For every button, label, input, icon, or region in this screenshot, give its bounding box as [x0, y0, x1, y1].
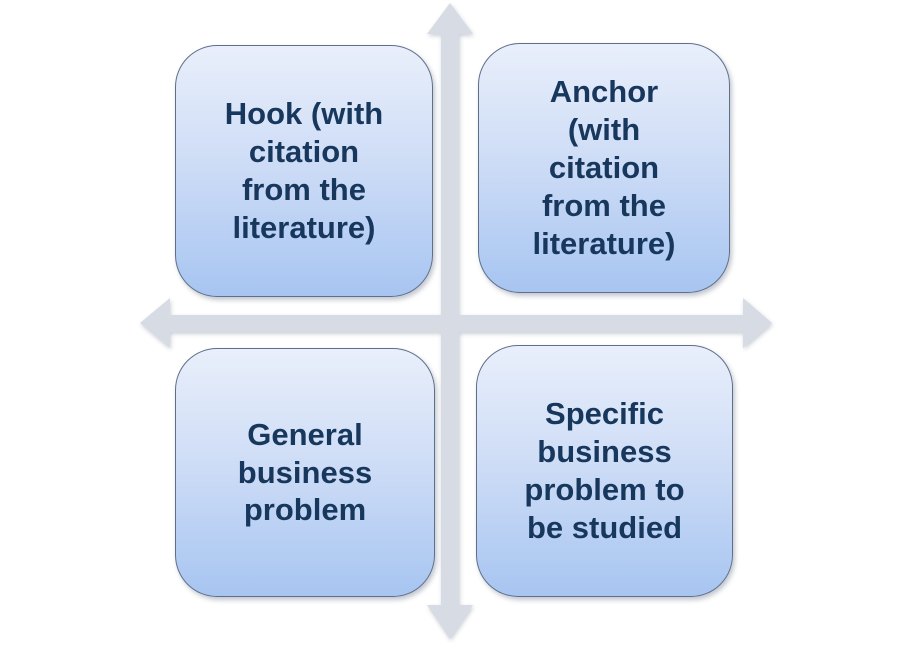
- quadrant-label-specific-business-problem: Specific business problem to be studied: [524, 396, 685, 545]
- quadrant-label-anchor: Anchor (with citation from the literatur…: [532, 74, 676, 261]
- quadrant-label-general-business-problem: General business problem: [237, 416, 373, 528]
- quadrant-box-general-business-problem: General business problem: [175, 348, 435, 597]
- quadrant-label-hook: Hook (with citation from the literature): [224, 96, 384, 245]
- quadrant-box-hook: Hook (with citation from the literature): [175, 45, 433, 297]
- quadrant-box-anchor: Anchor (with citation from the literatur…: [478, 43, 730, 293]
- horizontal-axis-arrow: [140, 298, 772, 348]
- quadrant-box-specific-business-problem: Specific business problem to be studied: [476, 345, 733, 597]
